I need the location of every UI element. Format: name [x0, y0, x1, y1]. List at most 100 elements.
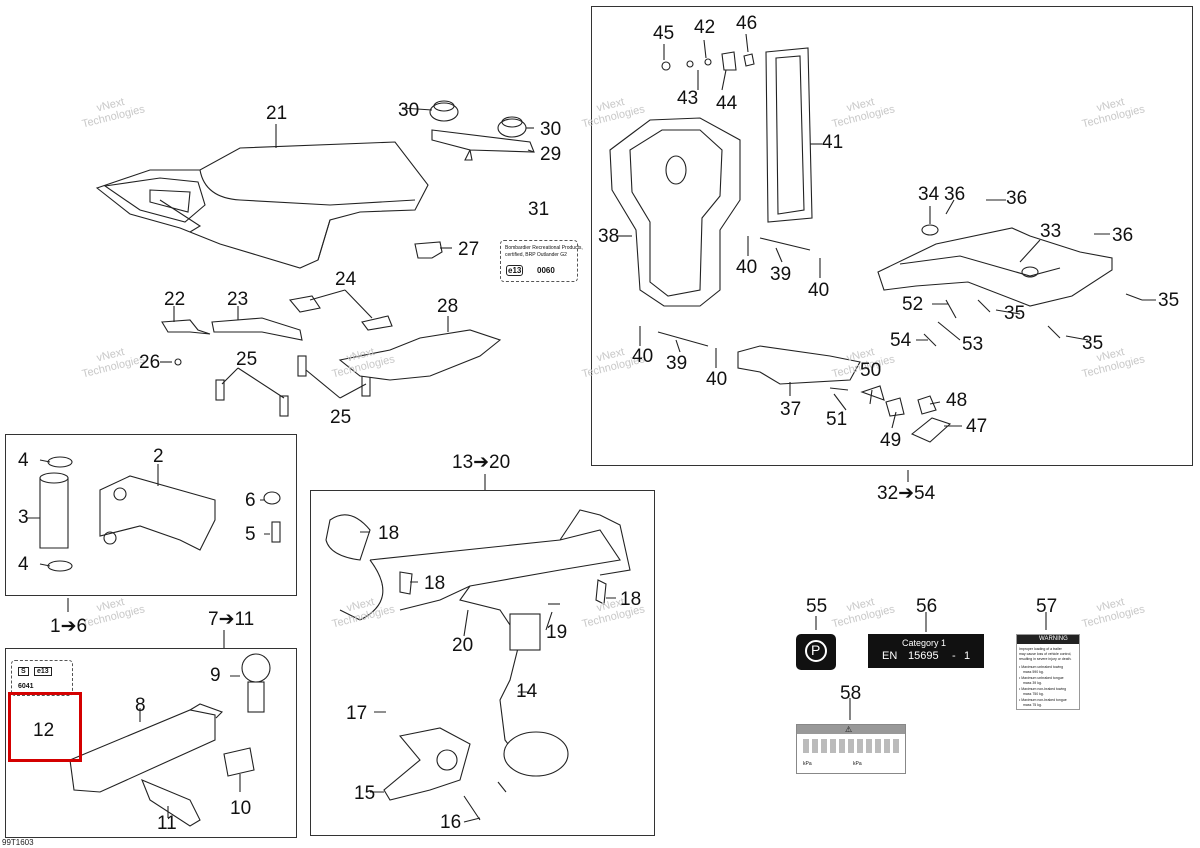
- decal-55: P: [796, 634, 836, 670]
- callout: 7➔11: [208, 609, 255, 630]
- callout: 54: [890, 330, 912, 351]
- decal-12: S e13 6041: [11, 660, 73, 696]
- warning-text: • Maximum unbraked tongue: [1019, 676, 1064, 680]
- warning-text: may cause loss of vehicle control,: [1019, 652, 1072, 656]
- callout: 36: [1112, 225, 1134, 246]
- callout: 8: [135, 695, 146, 716]
- callout: 25: [236, 349, 258, 370]
- callout: 33: [1040, 221, 1062, 242]
- callout: 19: [546, 622, 568, 643]
- callout: 40: [632, 346, 654, 367]
- callout: 10: [230, 798, 252, 819]
- callout: 15: [354, 783, 376, 804]
- callout: 6: [245, 490, 256, 511]
- warning-text: • Maximum unbraked towing: [1019, 665, 1064, 669]
- callout: 43: [677, 88, 699, 109]
- callout: 4: [18, 450, 29, 471]
- callout: 40: [706, 369, 728, 390]
- callout: 30: [398, 100, 420, 121]
- warning-triangle-icon: ⚠: [845, 725, 853, 734]
- callout: 36: [944, 184, 966, 205]
- warning-text: mass 750 kg.: [1023, 692, 1044, 696]
- callout: 49: [880, 430, 902, 451]
- callout: 57: [1036, 596, 1058, 617]
- decal-56-std: EN: [882, 650, 898, 662]
- warning-text: mass 39 kg.: [1023, 681, 1042, 685]
- callout: 45: [653, 23, 675, 44]
- warning-text: • Maximum non-braked tongue: [1019, 698, 1067, 702]
- callout: 35: [1158, 290, 1180, 311]
- callout: 17: [346, 703, 368, 724]
- seat-drawing: [95, 141, 429, 269]
- callout: 5: [245, 524, 256, 545]
- callout: 47: [966, 416, 988, 437]
- callout: 21: [266, 103, 288, 124]
- callout: 18: [620, 589, 642, 610]
- callout: 39: [770, 264, 792, 285]
- callout: 31: [528, 199, 550, 220]
- callout: 4: [18, 554, 29, 575]
- callout: 38: [598, 226, 620, 247]
- callout: 27: [458, 239, 480, 260]
- decal-56: Category 1 EN 15695 - 1: [868, 634, 984, 668]
- decal-31-text: Bombardier Recreational Products,: [505, 245, 583, 251]
- callout: 35: [1004, 303, 1026, 324]
- warning-text: • Maximum non-braked towing: [1019, 687, 1067, 691]
- callout: 2: [153, 446, 164, 467]
- callout: 13➔20: [452, 452, 511, 473]
- callout: 3: [18, 507, 29, 528]
- callout: 24: [335, 269, 357, 290]
- warning-text: Improper loading of a trailer: [1019, 647, 1062, 651]
- decal-31: Bombardier Recreational Products, certif…: [500, 240, 583, 282]
- decal-31-number: 0060: [537, 266, 555, 275]
- decal-31-text: certified, BRP Outlander G2: [505, 252, 567, 258]
- parking-symbol: P: [811, 642, 821, 658]
- callout: 58: [840, 683, 862, 704]
- callout: 14: [516, 681, 538, 702]
- warning-text: mass 75 kg.: [1023, 703, 1042, 707]
- callout: 46: [736, 13, 758, 34]
- decal-12-number: 6041: [18, 683, 34, 690]
- callout: 41: [822, 132, 844, 153]
- callout: 11: [157, 813, 177, 834]
- callout: 53: [962, 334, 984, 355]
- callout: 20: [452, 635, 474, 656]
- callout: 36: [1006, 188, 1028, 209]
- decal-56-dash: -: [952, 650, 956, 662]
- callout: 30: [540, 119, 562, 140]
- callout: 44: [716, 93, 738, 114]
- callout: 56: [916, 596, 938, 617]
- group-box-32-54: [591, 6, 1193, 466]
- callout: 50: [860, 360, 882, 381]
- callout: 51: [826, 409, 848, 430]
- callout: 37: [780, 399, 802, 420]
- decal-58-kpa: kPa: [803, 761, 812, 767]
- decal-58: ⚠ kPa kPa: [796, 724, 906, 774]
- callout: 34: [918, 184, 940, 205]
- warning-text: resulting in severe injury or death.: [1019, 657, 1072, 661]
- decal-56-class: 1: [964, 650, 971, 662]
- callout: 26: [139, 352, 161, 373]
- warning-text: mass 590 kg.: [1023, 670, 1044, 674]
- callout: 55: [806, 596, 828, 617]
- callout: 35: [1082, 333, 1104, 354]
- callout: 23: [227, 289, 249, 310]
- callout: 32➔54: [877, 483, 936, 504]
- callout: 29: [540, 144, 562, 165]
- callout: 1➔6: [50, 616, 88, 637]
- callout: 42: [694, 17, 716, 38]
- callout: 52: [902, 294, 924, 315]
- callout: 48: [946, 390, 968, 411]
- callout: 9: [210, 665, 221, 686]
- sheet-code: 99T1603: [2, 838, 34, 847]
- callout: 28: [437, 296, 459, 317]
- warning-header: WARNING: [1039, 636, 1068, 642]
- decal-56-title: Category 1: [902, 638, 947, 648]
- callout: 25: [330, 407, 352, 428]
- callout: 40: [736, 257, 758, 278]
- decal-31-code: e13: [506, 265, 524, 276]
- callout: 16: [440, 812, 462, 833]
- decal-12-s: S: [18, 667, 29, 676]
